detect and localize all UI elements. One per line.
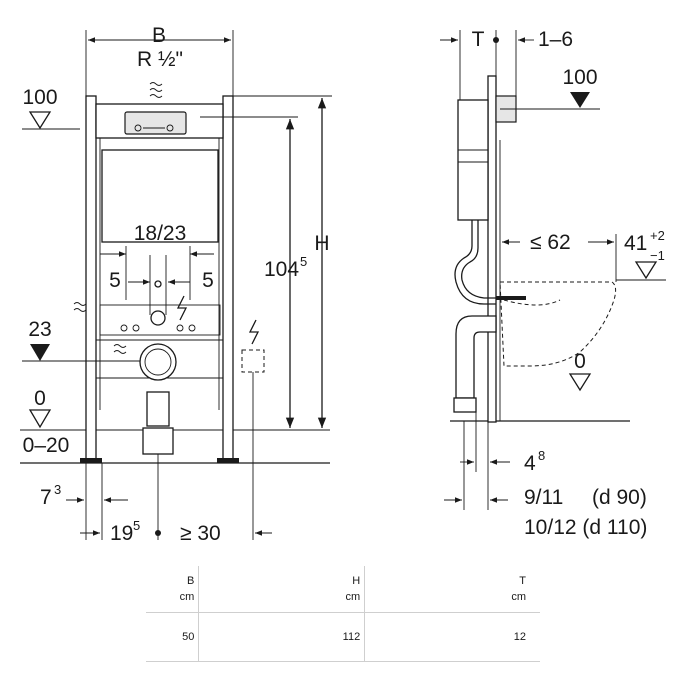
side-view: T 1–6 100 ≤ 62 41 +2 −1 0 4 8 9/11 xyxy=(440,28,666,539)
side-level-triangle-41 xyxy=(634,261,658,280)
spacing-18-23-label: 18/23 xyxy=(134,222,187,245)
frame-upright-left xyxy=(85,95,97,463)
level-0-label: 0 xyxy=(34,387,46,410)
frame-foot-right xyxy=(217,458,239,463)
side-level-100-label: 100 xyxy=(562,66,597,89)
side-level-triangle-100 xyxy=(570,92,590,108)
side-level-triangle-0 xyxy=(568,373,592,392)
dim-41-label: 41 xyxy=(624,232,647,255)
dim-7-sup: 3 xyxy=(54,482,61,497)
flush-pipe xyxy=(461,220,496,299)
table-header-row: B cm H cm T cm xyxy=(146,566,540,613)
dim-104-label: 104 xyxy=(264,258,299,281)
water-symbol-left-icon xyxy=(73,302,87,312)
water-symbol-mid-icon xyxy=(113,344,127,354)
table-cell: 12 xyxy=(364,612,540,662)
dim-7-label: 7 xyxy=(40,486,52,509)
range-0-20-label: 0–20 xyxy=(23,434,70,457)
header-unit: cm xyxy=(179,591,195,603)
dim-19-sup: 5 xyxy=(133,518,140,533)
header-symbol: T xyxy=(519,575,526,587)
table-row: 50 112 12 xyxy=(146,612,540,662)
dim-ge30-label: ≥ 30 xyxy=(180,522,221,545)
flush-plate-opening xyxy=(124,111,187,135)
electrical-icon xyxy=(248,319,260,345)
side-level-0-label: 0 xyxy=(574,350,586,373)
dim-104-sup: 5 xyxy=(300,254,307,269)
frame-foot-left xyxy=(80,458,102,463)
dim-4-sup: 8 xyxy=(538,448,545,463)
dim-1-6-label: 1–6 xyxy=(538,28,573,51)
thread-label: R ½" xyxy=(137,48,183,71)
header-unit: cm xyxy=(511,591,526,603)
water-supply-icon xyxy=(149,82,163,98)
table-header-cell: B cm xyxy=(146,566,199,613)
tol-minus-label: −1 xyxy=(650,248,665,263)
level-23-label: 23 xyxy=(28,318,51,341)
dim-19-label: 19 xyxy=(110,522,133,545)
level-triangle-solid-23 xyxy=(30,344,50,361)
dim-4-label: 4 xyxy=(524,452,536,475)
dim-b-label: B xyxy=(152,24,166,47)
dim-5-left-label: 5 xyxy=(109,269,121,292)
level-triangle-open-100 xyxy=(28,111,52,130)
side-cistern xyxy=(457,99,489,221)
dim-t-label: T xyxy=(472,28,485,51)
frame-upright-right xyxy=(222,95,234,463)
header-unit: cm xyxy=(345,591,361,603)
dim-le62-label: ≤ 62 xyxy=(530,231,571,254)
note-d90-label: (d 90) xyxy=(592,486,647,509)
table-cell: 112 xyxy=(198,612,365,662)
table-header-cell: T cm xyxy=(364,566,540,613)
level-triangle-open-0 xyxy=(28,409,52,429)
electrical-icon-inner xyxy=(176,295,188,321)
dim-5-right-label: 5 xyxy=(202,269,214,292)
electrical-socket-box xyxy=(241,349,265,373)
installation-drawing: B R ½" 100 23 0 0–20 18/23 5 5 H 104 5 xyxy=(20,24,666,545)
dimension-table: B cm H cm T cm 50 112 12 xyxy=(146,566,540,662)
table-cell: 50 xyxy=(146,612,199,662)
header-symbol: B xyxy=(186,575,195,587)
side-frame-profile xyxy=(487,75,497,423)
dim-h-label: H xyxy=(314,232,329,255)
fixing-bracket xyxy=(99,304,221,336)
tol-plus-label: +2 xyxy=(650,228,665,243)
wc-pan-outline xyxy=(499,281,617,367)
front-view: B R ½" 100 23 0 0–20 18/23 5 5 H 104 5 xyxy=(20,24,332,545)
level-100-left-label: 100 xyxy=(22,86,57,109)
table-header-cell: H cm xyxy=(198,566,365,613)
dim-9-11-label: 9/11 xyxy=(524,486,563,509)
cistern xyxy=(101,149,219,243)
dim-10-12-label: 10/12 (d 110) xyxy=(524,516,647,539)
header-symbol: H xyxy=(352,575,361,587)
